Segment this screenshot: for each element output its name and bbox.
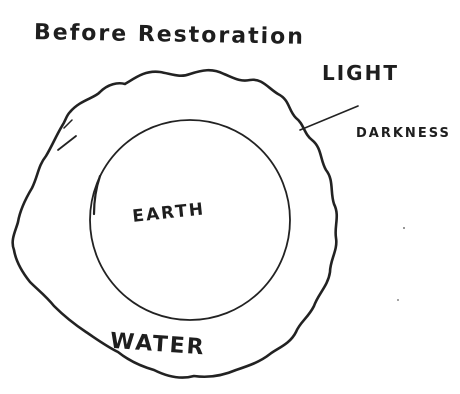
- earth-label: EARTH: [131, 199, 206, 227]
- sketch-stroke-left: [58, 136, 76, 150]
- darkness-label: DARKNESS: [356, 126, 451, 141]
- pencil-speck: [403, 227, 405, 229]
- diagram-title: Before Restoration: [34, 20, 305, 50]
- darkness-boundary: [13, 70, 337, 377]
- light-label: LIGHT: [322, 61, 399, 85]
- darkness-leader-line: [300, 106, 358, 130]
- pencil-speck: [397, 299, 399, 301]
